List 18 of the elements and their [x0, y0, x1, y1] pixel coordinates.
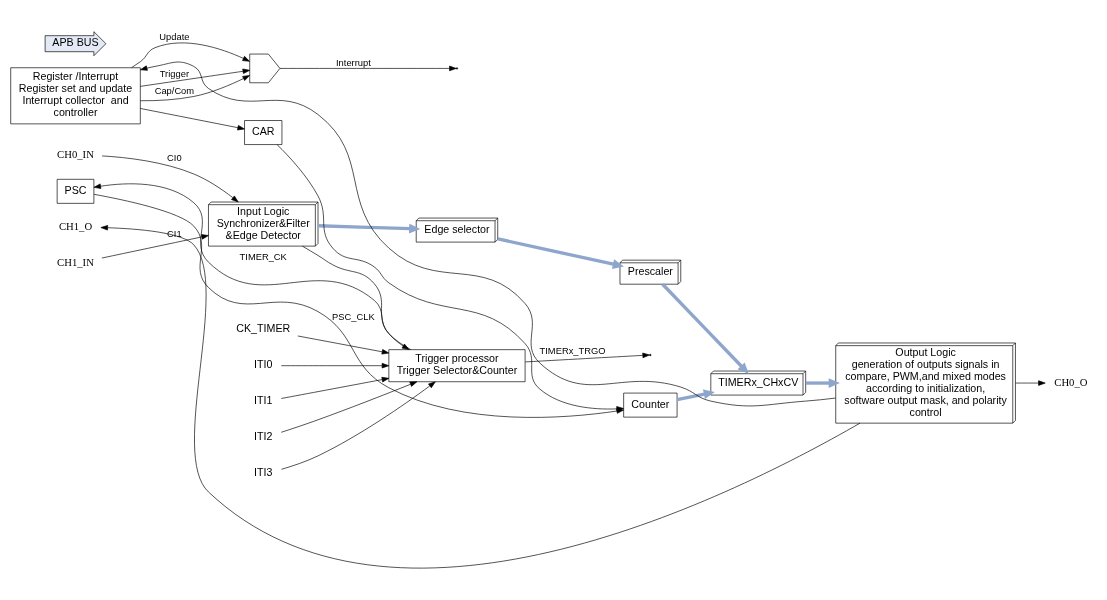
edge-label: Update [159, 32, 190, 43]
edge-label: PSC_CLK [332, 311, 375, 322]
node-text: CH1_O [58, 219, 93, 232]
node-text: ITI1 [254, 394, 273, 407]
node-text: CH0_IN [57, 147, 94, 160]
node-text: CK_TIMER [236, 322, 291, 335]
node-text: ITI2 [254, 430, 273, 443]
edge-label: TIMER_CK [239, 251, 287, 262]
node-text: ITI0 [254, 358, 273, 371]
node-text: CH1_IN [57, 256, 94, 269]
edge-label: Trigger [159, 68, 190, 79]
edge-label: CI0 [167, 152, 182, 163]
edge-label: Cap/Com [154, 85, 195, 96]
node-text: ITI3 [254, 466, 273, 479]
edge-label: TIMERx_TRGO [539, 346, 606, 357]
edge-label: CI1 [167, 228, 182, 239]
edge-label: Interrupt [336, 57, 371, 68]
node-text: CH0_O [1054, 375, 1088, 388]
